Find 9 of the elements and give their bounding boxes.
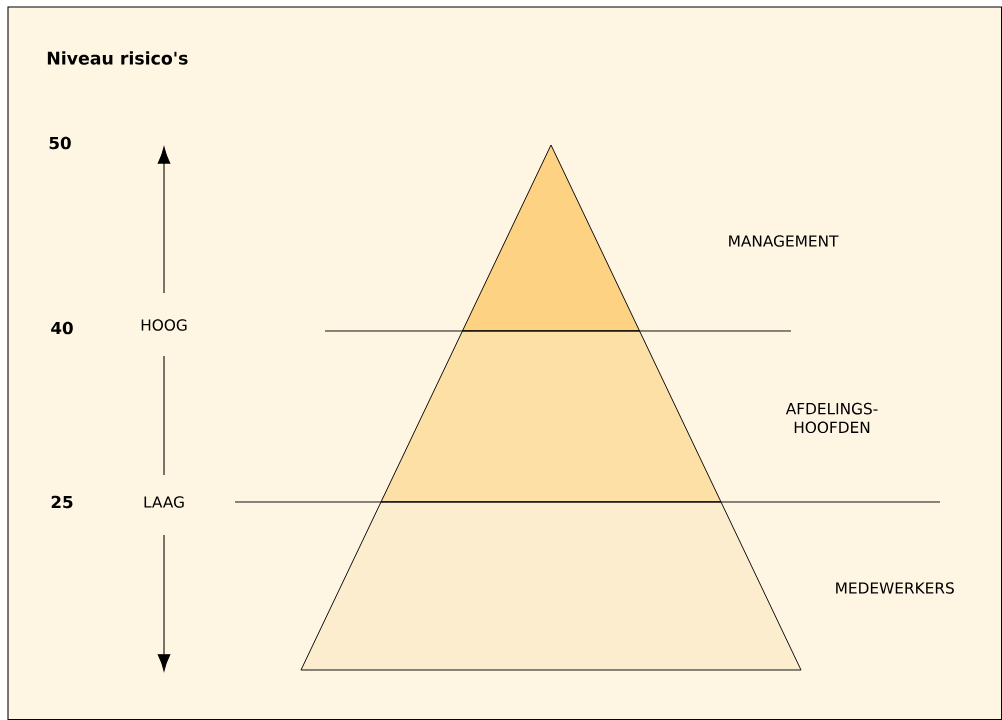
level-label: HOOG [141,319,187,331]
layer-label: MANAGEMENT [729,235,839,247]
scale-value: 25 [51,495,73,509]
level-label: LAAG [144,496,184,508]
layer-label: AFDELINGS-HOOFDEN [785,402,878,434]
title: Niveau risico's [47,51,188,65]
layer-label: MEDEWERKERS [836,582,954,594]
scale-value: 40 [51,321,73,335]
scale-value: 50 [49,136,71,150]
